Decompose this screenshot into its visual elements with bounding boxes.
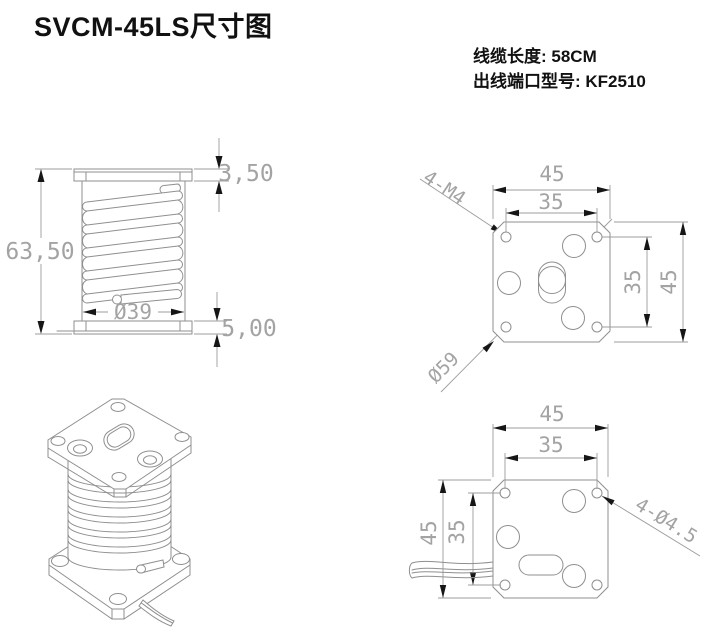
side-view-dimensions: 63,50 3,50 Ø39: [5, 138, 277, 367]
dim-spring-diameter: Ø39: [114, 300, 152, 324]
center-slot: [103, 423, 135, 451]
dim-top-hole-pitch-v: 35: [621, 269, 645, 294]
top-view-geometry: [492, 221, 611, 343]
dim-overall-height: 63,50: [5, 239, 74, 265]
isometric-view: [47, 398, 192, 627]
dim-bottom-width: 45: [539, 402, 564, 426]
spec-notes: 线缆长度: 58CM 出线端口型号: KF2510: [473, 44, 646, 94]
dim-top-plate: 3,50: [218, 161, 273, 187]
callout-thread: 4-M4: [419, 166, 469, 210]
bottom-view-geometry: [492, 479, 609, 599]
dim-bottom-height: 45: [417, 520, 441, 545]
port-model-note: 出线端口型号: KF2510: [473, 72, 646, 91]
dim-base-plate: 5,00: [221, 316, 276, 342]
side-view-geometry: [56, 168, 193, 335]
page-title: SVCM-45LS尺寸图: [34, 12, 273, 42]
callout-body-diameter: Ø59: [424, 348, 464, 388]
dim-top-hole-pitch-h: 35: [538, 190, 563, 214]
dim-bottom-hole-pitch-h: 35: [538, 433, 563, 457]
cable-length-note: 线缆长度: 58CM: [473, 47, 597, 66]
dim-bottom-hole-pitch-v: 35: [445, 519, 469, 544]
dim-top-width: 45: [539, 162, 564, 186]
bottom-view: 45 35 45 35: [408, 402, 701, 599]
top-view: 45 35 35 45: [419, 162, 688, 393]
dim-top-height: 45: [657, 269, 681, 294]
callout-mount-hole: 4-Ø4.5: [631, 494, 701, 549]
side-view: 63,50 3,50 Ø39: [5, 138, 277, 367]
lead-wires: [408, 560, 494, 579]
bottom-view-dimensions: 45 35 45 35: [417, 402, 701, 599]
